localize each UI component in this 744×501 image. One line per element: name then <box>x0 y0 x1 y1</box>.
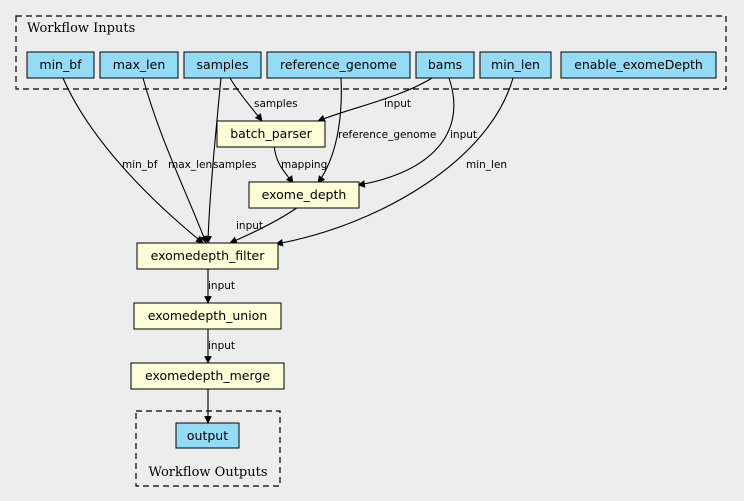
edge-batch-to-exome <box>273 144 294 184</box>
edge-exome-to-filter <box>229 206 299 244</box>
step-node-exome-depth[interactable]: exome_depth <box>248 181 360 209</box>
input-label-reference-genome: reference_genome <box>280 57 397 72</box>
input-label-min-bf: min_bf <box>39 57 82 72</box>
step-nodes: batch_parser exome_depth exomedepth_filt… <box>130 120 360 390</box>
step-label-batch-parser: batch_parser <box>230 126 312 141</box>
edge-label-exome-to-filter: input <box>236 220 263 232</box>
input-label-max-len: max_len <box>113 57 166 72</box>
input-label-min-len: min_len <box>491 57 540 72</box>
edge-label-minbf-to-filter: min_bf <box>122 159 158 171</box>
step-label-exomedepth-merge: exomedepth_merge <box>145 368 270 383</box>
output-node[interactable]: output <box>175 422 240 449</box>
input-node-enable-exomedepth[interactable]: enable_exomeDepth <box>560 51 717 79</box>
step-label-exomedepth-filter: exomedepth_filter <box>151 248 266 263</box>
edge-label-union-to-merge: input <box>208 340 235 352</box>
step-node-exomedepth-union[interactable]: exomedepth_union <box>133 302 282 330</box>
input-label-bams: bams <box>428 57 462 72</box>
edge-label-samples-to-filter: samples <box>213 159 257 171</box>
step-label-exome-depth: exome_depth <box>262 187 347 202</box>
edge-labels: samples input reference_genome input map… <box>122 98 507 352</box>
workflow-inputs-cluster: Workflow Inputs <box>15 15 727 90</box>
input-node-samples[interactable]: samples <box>183 51 262 79</box>
input-label-samples: samples <box>197 57 249 72</box>
input-node-max-len[interactable]: max_len <box>99 51 179 79</box>
edge-label-ref-to-exome: reference_genome <box>338 129 436 141</box>
step-node-exomedepth-filter[interactable]: exomedepth_filter <box>136 242 279 270</box>
edge-label-bams-to-exome: input <box>450 129 477 141</box>
input-node-min-bf[interactable]: min_bf <box>26 51 95 79</box>
outputs-cluster-title: Workflow Outputs <box>149 465 268 480</box>
edge-bams-to-batch <box>317 77 433 122</box>
input-label-enable-exomedepth: enable_exomeDepth <box>574 57 703 72</box>
edge-label-filter-to-union: input <box>208 280 235 292</box>
edge-label-maxlen-to-filter: max_len <box>168 159 212 171</box>
edge-min-len-to-filter <box>275 77 514 247</box>
step-label-exomedepth-union: exomedepth_union <box>148 308 268 323</box>
edges <box>62 77 514 424</box>
input-node-bams[interactable]: bams <box>415 51 475 79</box>
input-nodes: min_bf max_len samples reference_genome … <box>26 51 717 79</box>
step-node-batch-parser[interactable]: batch_parser <box>216 120 326 148</box>
edge-ref-to-exome <box>317 77 342 184</box>
edge-label-bams-to-batch: input <box>384 98 411 110</box>
edge-bams-to-exome <box>357 77 455 188</box>
edge-min-bf-to-filter <box>62 77 204 244</box>
edge-max-len-to-filter <box>142 77 208 244</box>
input-node-reference-genome[interactable]: reference_genome <box>266 51 411 79</box>
inputs-cluster-border <box>15 15 727 90</box>
output-label: output <box>187 428 228 443</box>
inputs-cluster-title: Workflow Inputs <box>27 21 135 36</box>
input-node-min-len[interactable]: min_len <box>479 51 552 79</box>
edge-label-batch-to-exome: mapping <box>281 159 327 171</box>
step-node-exomedepth-merge[interactable]: exomedepth_merge <box>130 362 285 390</box>
edge-samples-to-filter <box>204 77 222 244</box>
edge-label-samples-to-batch: samples <box>254 98 298 110</box>
edge-label-minlen-to-filter: min_len <box>466 159 507 171</box>
edge-samples-to-batch <box>229 77 263 122</box>
